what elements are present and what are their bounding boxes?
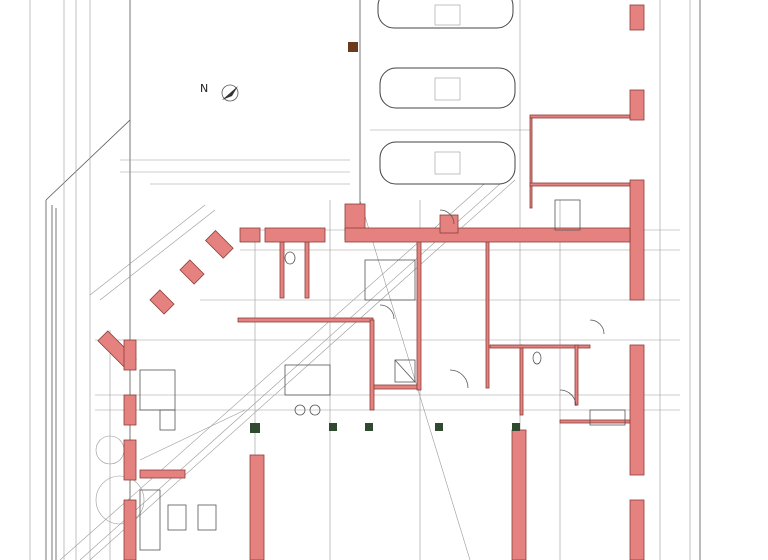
exterior-walls [97, 4, 645, 560]
site-boundary [29, 0, 701, 560]
north-label: N [200, 82, 208, 95]
columns [250, 423, 520, 433]
furniture [139, 199, 626, 551]
doors [379, 209, 605, 407]
north-arrow: N [200, 82, 239, 102]
garage-cars [348, 0, 516, 185]
